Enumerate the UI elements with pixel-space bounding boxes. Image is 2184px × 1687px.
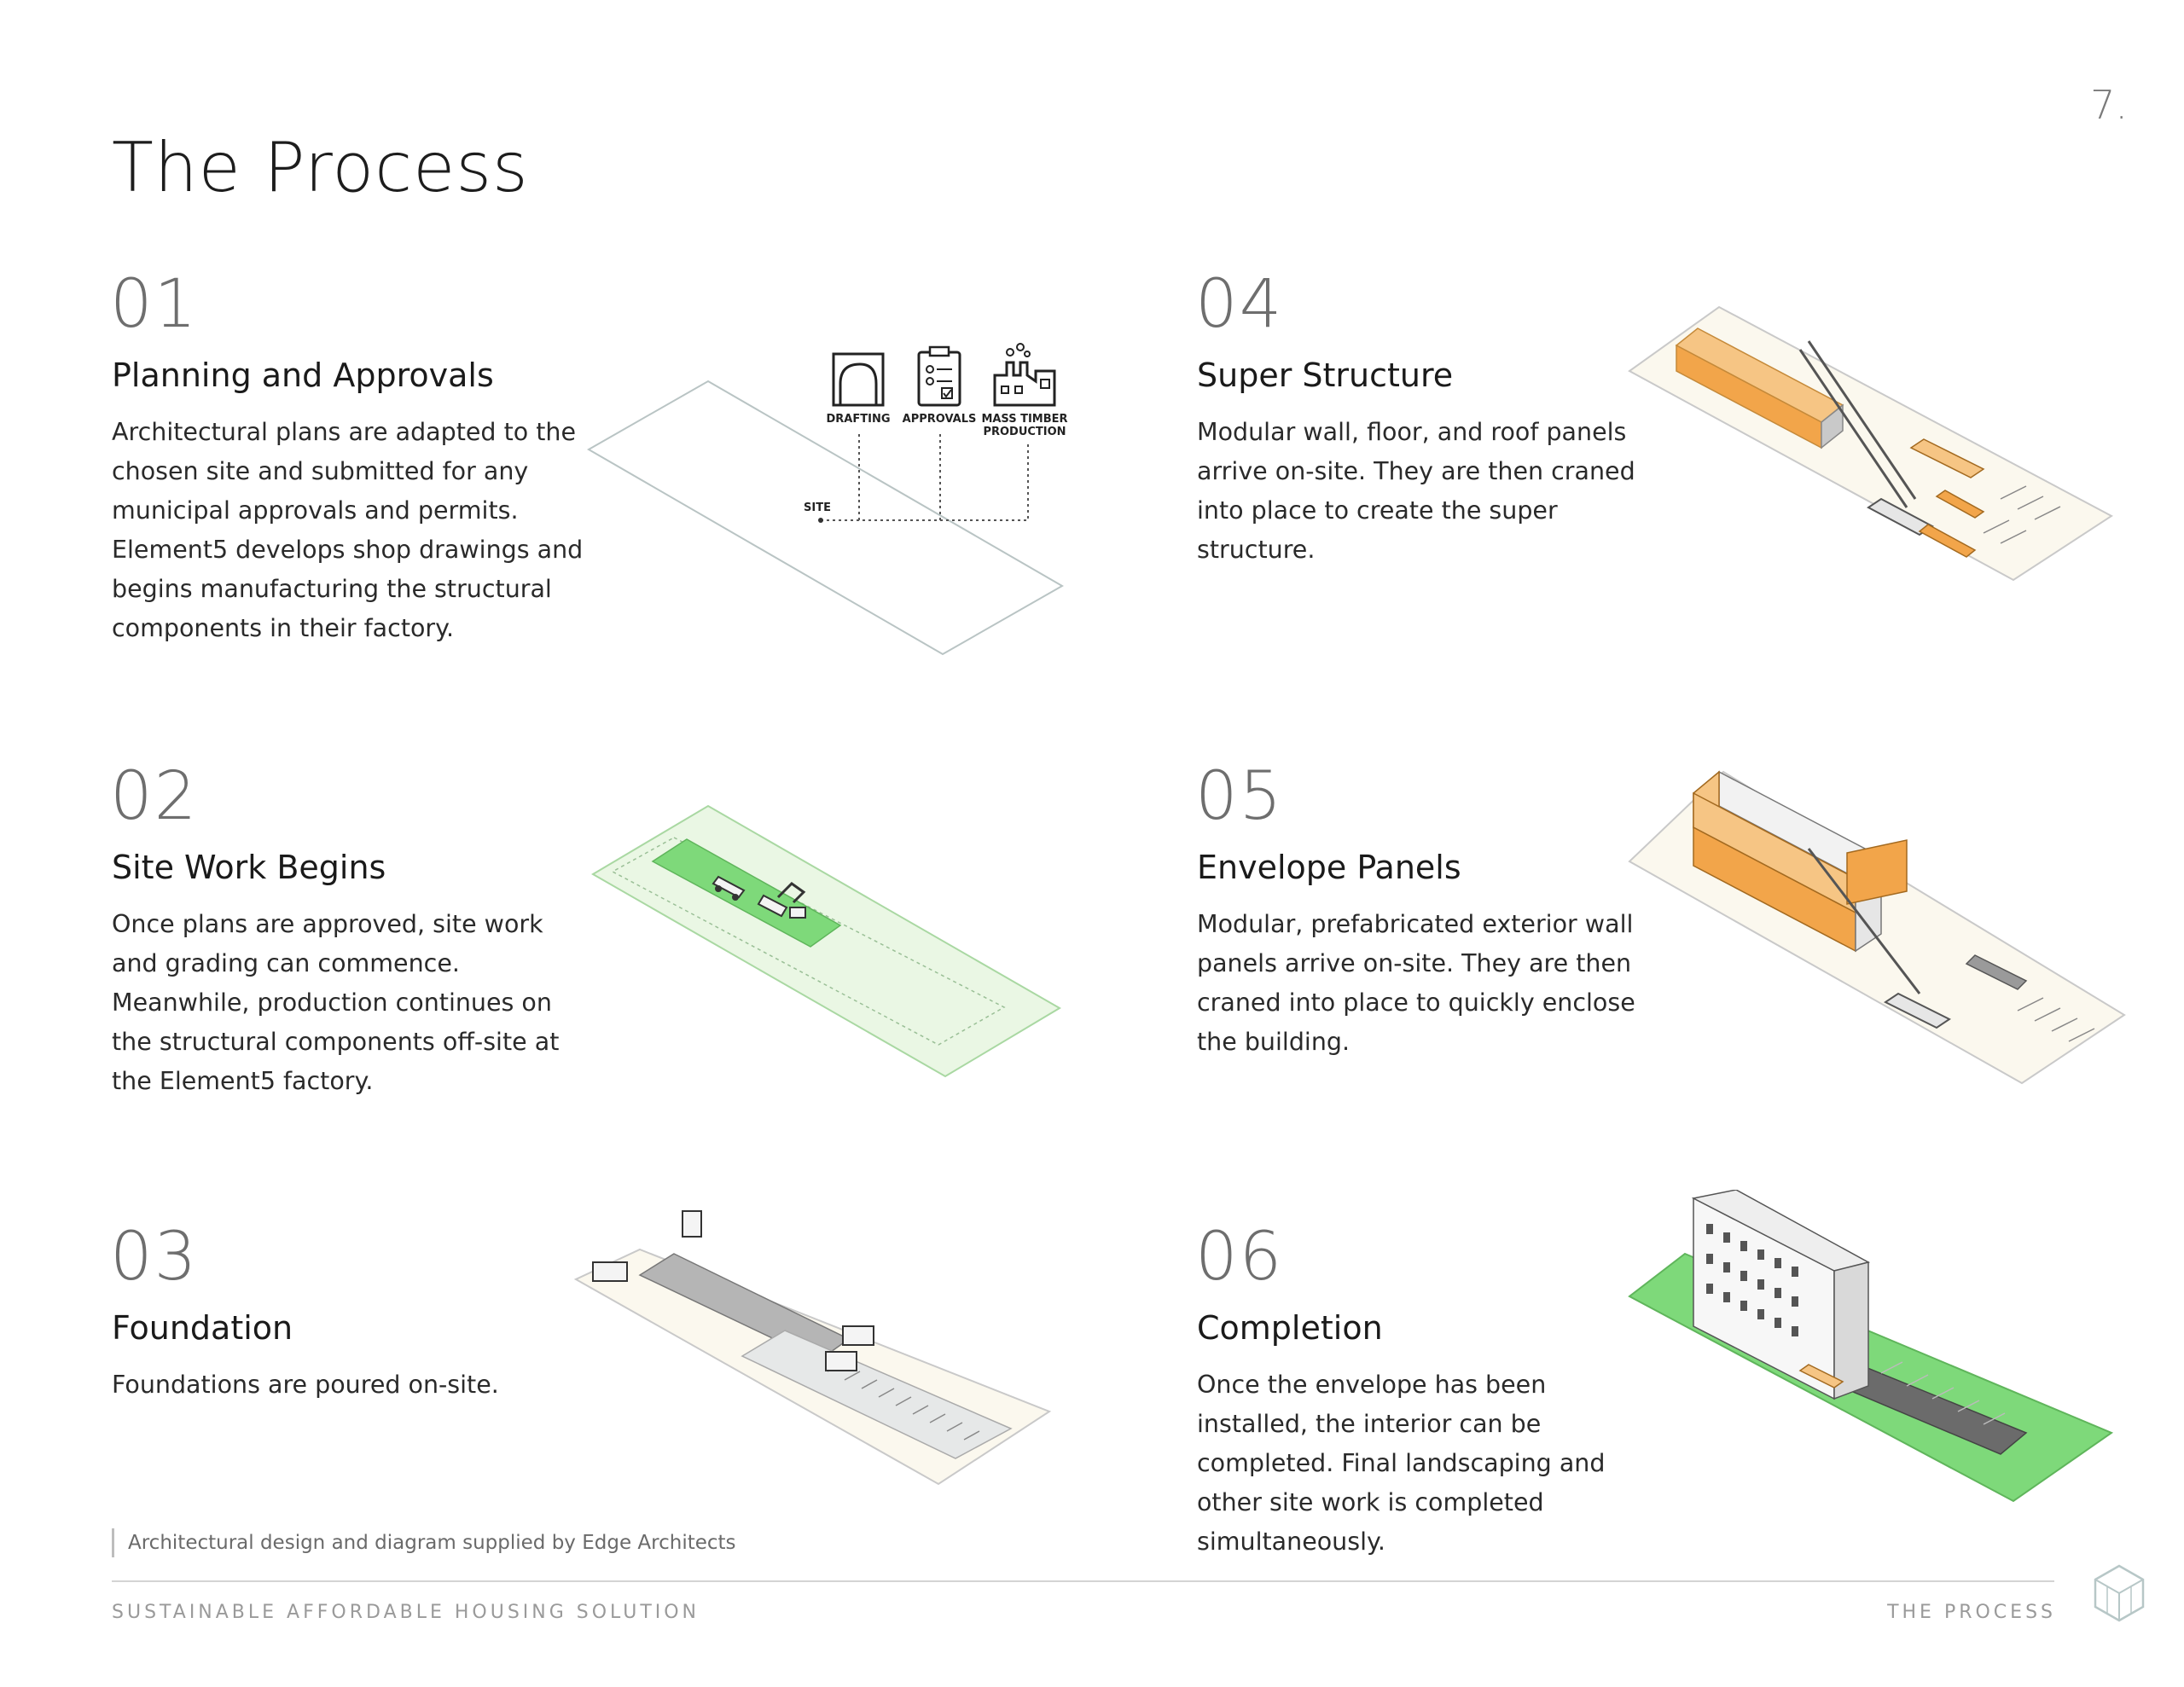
step-title: Envelope Panels: [1197, 849, 1461, 886]
step-foundation: 03 Foundation Foundations are poured on-…: [110, 1219, 590, 1405]
mass-timber-label: MASS TIMBER: [981, 413, 1067, 426]
step-description: Modular wall, floor, and roof panels arr…: [1197, 418, 1635, 564]
approvals-label: APPROVALS: [903, 413, 977, 426]
step-super-structure: 04 Super Structure Modular wall, floor, …: [1195, 266, 1683, 570]
planning-diagram: SITE DRAFTING APPROVALS MASS TIMBER PROD…: [586, 343, 1068, 656]
crane-icon: [1807, 848, 1951, 1029]
footer-document-title: SUSTAINABLE AFFORDABLE HOUSING SOLUTION: [112, 1602, 700, 1623]
step-description: Once the envelope has been installed, th…: [1197, 1371, 1606, 1556]
production-label: PRODUCTION: [983, 426, 1066, 438]
step-description: Architectural plans are adapted to the c…: [112, 418, 584, 642]
step-number: 01: [110, 266, 199, 343]
completion-diagram: [1628, 1190, 2114, 1503]
step-number: 06: [1195, 1219, 1284, 1296]
footer-section-title: THE PROCESS: [1887, 1602, 2056, 1623]
site-label: SITE: [804, 501, 831, 514]
drafting-icon: [832, 352, 885, 407]
step-description: Foundations are poured on-site.: [112, 1371, 499, 1399]
factory-icon: [993, 343, 1056, 407]
diagram-credit: Architectural design and diagram supplie…: [112, 1528, 736, 1557]
step-number: 04: [1195, 266, 1284, 343]
site-work-diagram: [591, 804, 1061, 1078]
step-completion: 06 Completion Once the envelope has been…: [1195, 1219, 1658, 1562]
footer-divider: [112, 1580, 2054, 1582]
drafting-label: DRAFTING: [827, 413, 891, 426]
truck-icon: [712, 875, 746, 901]
crane-icon: [1798, 340, 1934, 536]
concrete-mixer-icon: [592, 1210, 874, 1371]
envelope-panels-diagram: [1628, 770, 2126, 1085]
step-description: Once plans are approved, site work and g…: [112, 910, 560, 1095]
step-number: 05: [1195, 758, 1284, 835]
cube-logo-icon: [2094, 1564, 2145, 1622]
foundation-diagram: [573, 1210, 1052, 1486]
step-title: Super Structure: [1197, 357, 1454, 394]
super-structure-diagram: [1628, 305, 2113, 582]
step-title: Completion: [1197, 1309, 1383, 1347]
page-number: 7.: [2090, 82, 2128, 128]
step-number: 03: [110, 1219, 199, 1296]
step-envelope-panels: 05 Envelope Panels Modular, prefabricate…: [1195, 758, 1658, 1062]
clipboard-icon: [917, 345, 961, 407]
step-planning: 01 Planning and Approvals Architectural …: [110, 266, 590, 648]
step-description: Modular, prefabricated exterior wall pan…: [1197, 910, 1635, 1056]
step-title: Foundation: [112, 1309, 293, 1347]
excavator-icon: [757, 882, 806, 919]
step-title: Site Work Begins: [112, 849, 386, 886]
page-title: The Process: [112, 128, 529, 207]
step-number: 02: [110, 758, 199, 835]
step-site-work: 02 Site Work Begins Once plans are appro…: [110, 758, 590, 1101]
step-title: Planning and Approvals: [112, 357, 494, 394]
